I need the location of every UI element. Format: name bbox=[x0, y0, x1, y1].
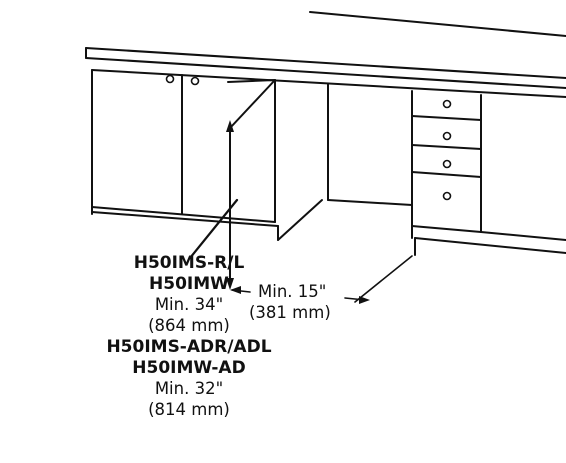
height-arrow-bottom bbox=[226, 278, 234, 290]
min-height-32: Min. 32" bbox=[154, 379, 224, 398]
model-label-h50ims-adr-adl: H50IMS-ADR/ADL bbox=[106, 337, 272, 357]
drawer-pull-2 bbox=[442, 131, 452, 141]
wall-line bbox=[309, 11, 566, 37]
mm-height-814: (814 mm) bbox=[148, 400, 230, 419]
opening-back-left bbox=[227, 79, 276, 83]
right-cabinet-bottom bbox=[411, 225, 482, 233]
drawer-pull-1 bbox=[442, 99, 452, 109]
height-arrow-top bbox=[226, 120, 234, 132]
drawer-pull-4 bbox=[442, 191, 452, 201]
drawer-divider-2 bbox=[411, 144, 482, 150]
mm-height-864: (864 mm) bbox=[148, 316, 230, 335]
countertop-underside bbox=[91, 69, 566, 98]
width-arrow-right bbox=[359, 296, 370, 304]
drawer-divider-3 bbox=[411, 171, 482, 178]
model-label-h50ims-rl: H50IMS-R/L bbox=[133, 253, 245, 273]
model-label-h50imw: H50IMW bbox=[149, 274, 229, 294]
mm-width-381: (381 mm) bbox=[249, 303, 331, 322]
drawer-divider-1 bbox=[411, 115, 482, 121]
model-label-h50imw-ad: H50IMW-AD bbox=[132, 358, 246, 378]
min-width-15: Min. 15" bbox=[258, 282, 327, 301]
countertop-top-edge bbox=[85, 47, 566, 79]
opening-floor-back bbox=[277, 199, 323, 241]
countertop-front-edge bbox=[85, 57, 566, 89]
drawer-pull-3 bbox=[442, 159, 452, 169]
height-leader-line bbox=[188, 198, 239, 260]
min-height-34: Min. 34" bbox=[154, 295, 224, 314]
width-arrow-left bbox=[230, 286, 241, 294]
door-knob-left bbox=[165, 74, 175, 84]
door-knob-right bbox=[190, 76, 200, 86]
left-cabinet-bottom bbox=[91, 206, 276, 223]
